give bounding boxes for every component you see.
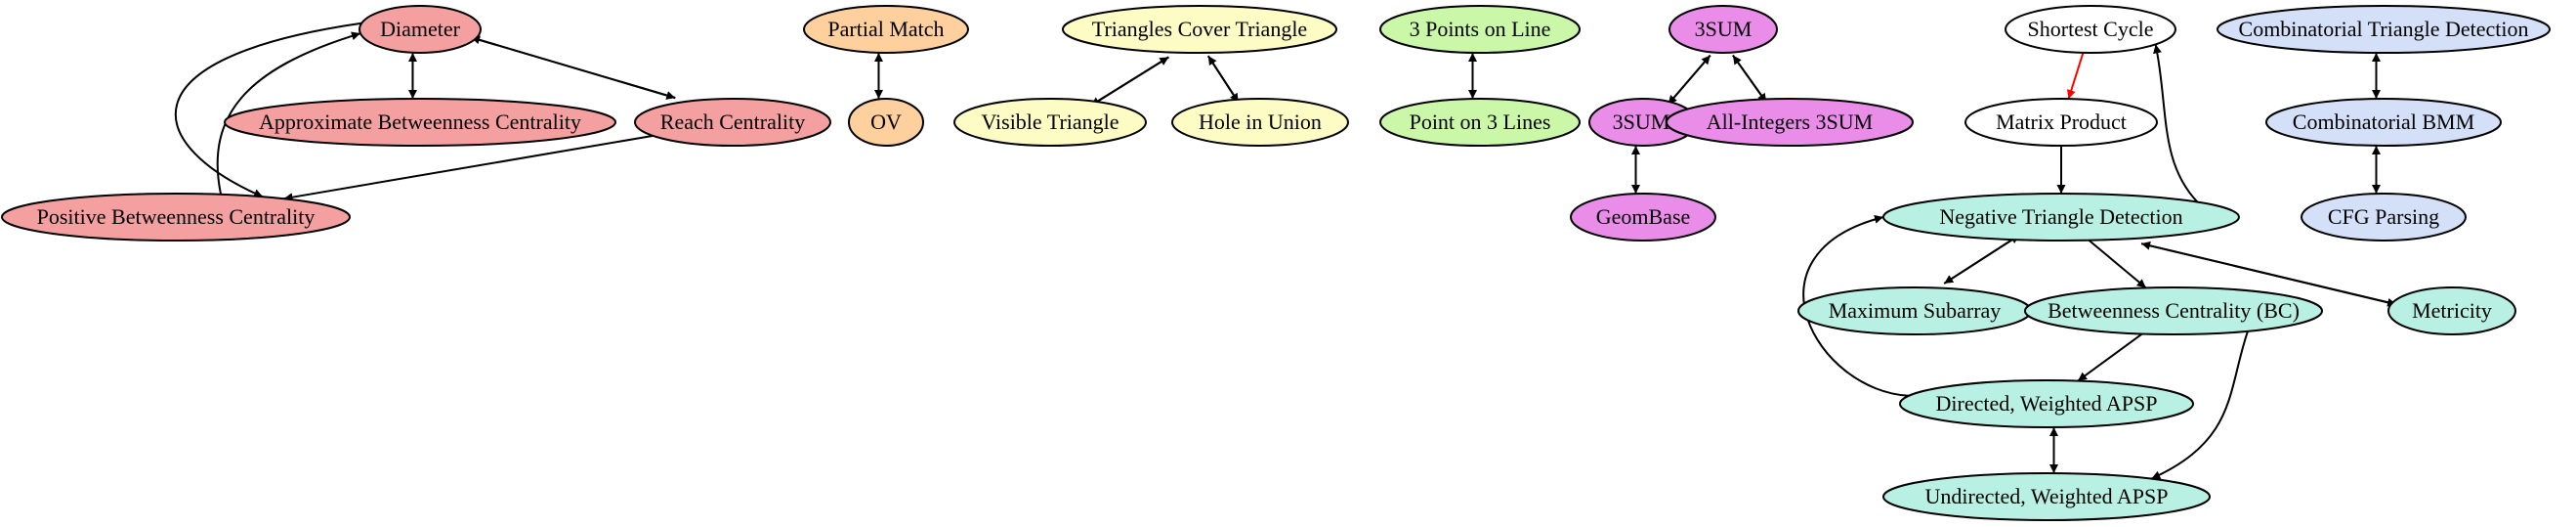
node-positive-bc: Positive Betweenness Centrality [1, 193, 351, 242]
node-label: Visible Triangle [981, 110, 1119, 134]
edge-diameter-to-positive_bc [174, 22, 362, 198]
node-shape [359, 5, 482, 54]
node-shape [2024, 286, 2323, 335]
node-shortest-cycle: Shortest Cycle [2005, 5, 2176, 54]
node-threesum-prime: 3SUM' [1588, 98, 1698, 147]
node-shape [803, 5, 969, 54]
node-partial-match: Partial Match [803, 5, 969, 54]
node-label: Matrix Product [1996, 110, 2127, 134]
node-max-subarray: Maximum Subarray [1797, 286, 2032, 335]
edge-max_subarray-to-neg_triangle [1943, 234, 2020, 285]
node-shape [1570, 193, 1716, 242]
node-directed-apsp: Directed, Weighted APSP [1899, 379, 2194, 428]
node-label: Betweenness Centrality (BC) [2048, 298, 2300, 323]
node-shape [1882, 472, 2211, 521]
node-label: Reach Centrality [660, 110, 805, 134]
edge-positive_bc-to-diameter [216, 31, 361, 196]
node-neg-triangle: Negative Triangle Detection [1882, 193, 2240, 242]
node-label: Maximum Subarray [1829, 298, 2002, 323]
node-label: 3 Points on Line [1410, 17, 1551, 41]
node-shape [1171, 98, 1349, 147]
node-comb-bmm: Combinatorial BMM [2265, 98, 2502, 147]
node-shape [1882, 193, 2240, 242]
node-label: Partial Match [827, 17, 944, 41]
node-visible-triangle: Visible Triangle [953, 98, 1147, 147]
node-label: Hole in Union [1199, 110, 1322, 134]
node-shape [848, 98, 924, 147]
node-shape [634, 98, 831, 147]
node-shape [2217, 5, 2551, 54]
node-label: Undirected, Weighted APSP [1925, 484, 2169, 508]
node-label: Combinatorial Triangle Detection [2239, 17, 2529, 41]
edge-reach_centrality-to-diameter [470, 35, 676, 100]
node-label: Negative Triangle Detection [1939, 204, 2182, 229]
node-label: Combinatorial BMM [2293, 110, 2474, 134]
node-ov: OV [848, 98, 924, 147]
node-label: 3SUM [1695, 17, 1753, 41]
node-shape [2265, 98, 2502, 147]
node-matrix-product: Matrix Product [1964, 98, 2158, 147]
node-label: Shortest Cycle [2028, 17, 2154, 41]
node-shape [953, 98, 1147, 147]
node-three-points: 3 Points on Line [1379, 5, 1581, 54]
edge-bc-to-undirected_apsp [2150, 330, 2249, 480]
node-comb-triangle: Combinatorial Triangle Detection [2217, 5, 2551, 54]
node-shape [1666, 98, 1914, 147]
node-shape [1062, 5, 1337, 54]
node-shape [1379, 5, 1581, 54]
edge-reach_centrality-to-positive_bc [283, 134, 654, 202]
edge-neg_triangle-to-bc [2088, 239, 2147, 289]
edges-layer [174, 22, 2397, 480]
node-label: Diameter [380, 17, 461, 41]
node-triangles-cover: Triangles Cover Triangle [1062, 5, 1337, 54]
node-label: Point on 3 Lines [1410, 110, 1551, 134]
node-geombase: GeomBase [1570, 193, 1716, 242]
node-label: GeomBase [1596, 204, 1691, 229]
node-cfg-parsing: CFG Parsing [2301, 193, 2467, 242]
node-hole-in-union: Hole in Union [1171, 98, 1349, 147]
node-shape [1668, 5, 1778, 54]
edge-metricity-to-neg_triangle [2140, 241, 2397, 306]
edge-visible_triangle-to-triangles_cover [1090, 56, 1169, 107]
node-shape [1, 193, 351, 242]
node-label: OV [870, 110, 902, 134]
node-label: All-Integers 3SUM [1707, 110, 1873, 134]
node-bc: Betweenness Centrality (BC) [2024, 286, 2323, 335]
edge-shortest_cycle-to-matrix_product [2066, 52, 2085, 100]
node-label: 3SUM' [1613, 110, 1674, 134]
edge-all_integers-to-threesum [1732, 55, 1768, 104]
node-threesum: 3SUM [1668, 5, 1778, 54]
node-label: Triangles Cover Triangle [1092, 17, 1307, 41]
edge-threesum_prime-to-threesum [1667, 54, 1711, 106]
node-all-integers: All-Integers 3SUM [1666, 98, 1914, 147]
node-point-three-lines: Point on 3 Lines [1379, 98, 1581, 147]
node-shape [2005, 5, 2176, 54]
edge-neg_triangle-to-shortest_cycle [2153, 44, 2199, 203]
edge-hole_in_union-to-triangles_cover [1206, 55, 1240, 104]
node-reach-centrality: Reach Centrality [634, 98, 831, 147]
node-metricity: Metricity [2387, 286, 2516, 335]
node-label: Directed, Weighted APSP [1936, 391, 2158, 416]
node-shape [2387, 286, 2516, 335]
node-label: CFG Parsing [2328, 204, 2439, 229]
node-shape [224, 98, 616, 147]
node-shape [1964, 98, 2158, 147]
node-shape [2301, 193, 2467, 242]
node-label: Positive Betweenness Centrality [37, 204, 316, 229]
node-diameter: Diameter [359, 5, 482, 54]
node-approx-bc: Approximate Betweenness Centrality [224, 98, 616, 147]
node-shape [1899, 379, 2194, 428]
node-shape [1379, 98, 1581, 147]
node-label: Metricity [2412, 298, 2492, 323]
edge-bc-to-directed_apsp [2077, 332, 2143, 382]
node-label: Approximate Betweenness Centrality [259, 110, 581, 134]
node-undirected-apsp: Undirected, Weighted APSP [1882, 472, 2211, 521]
